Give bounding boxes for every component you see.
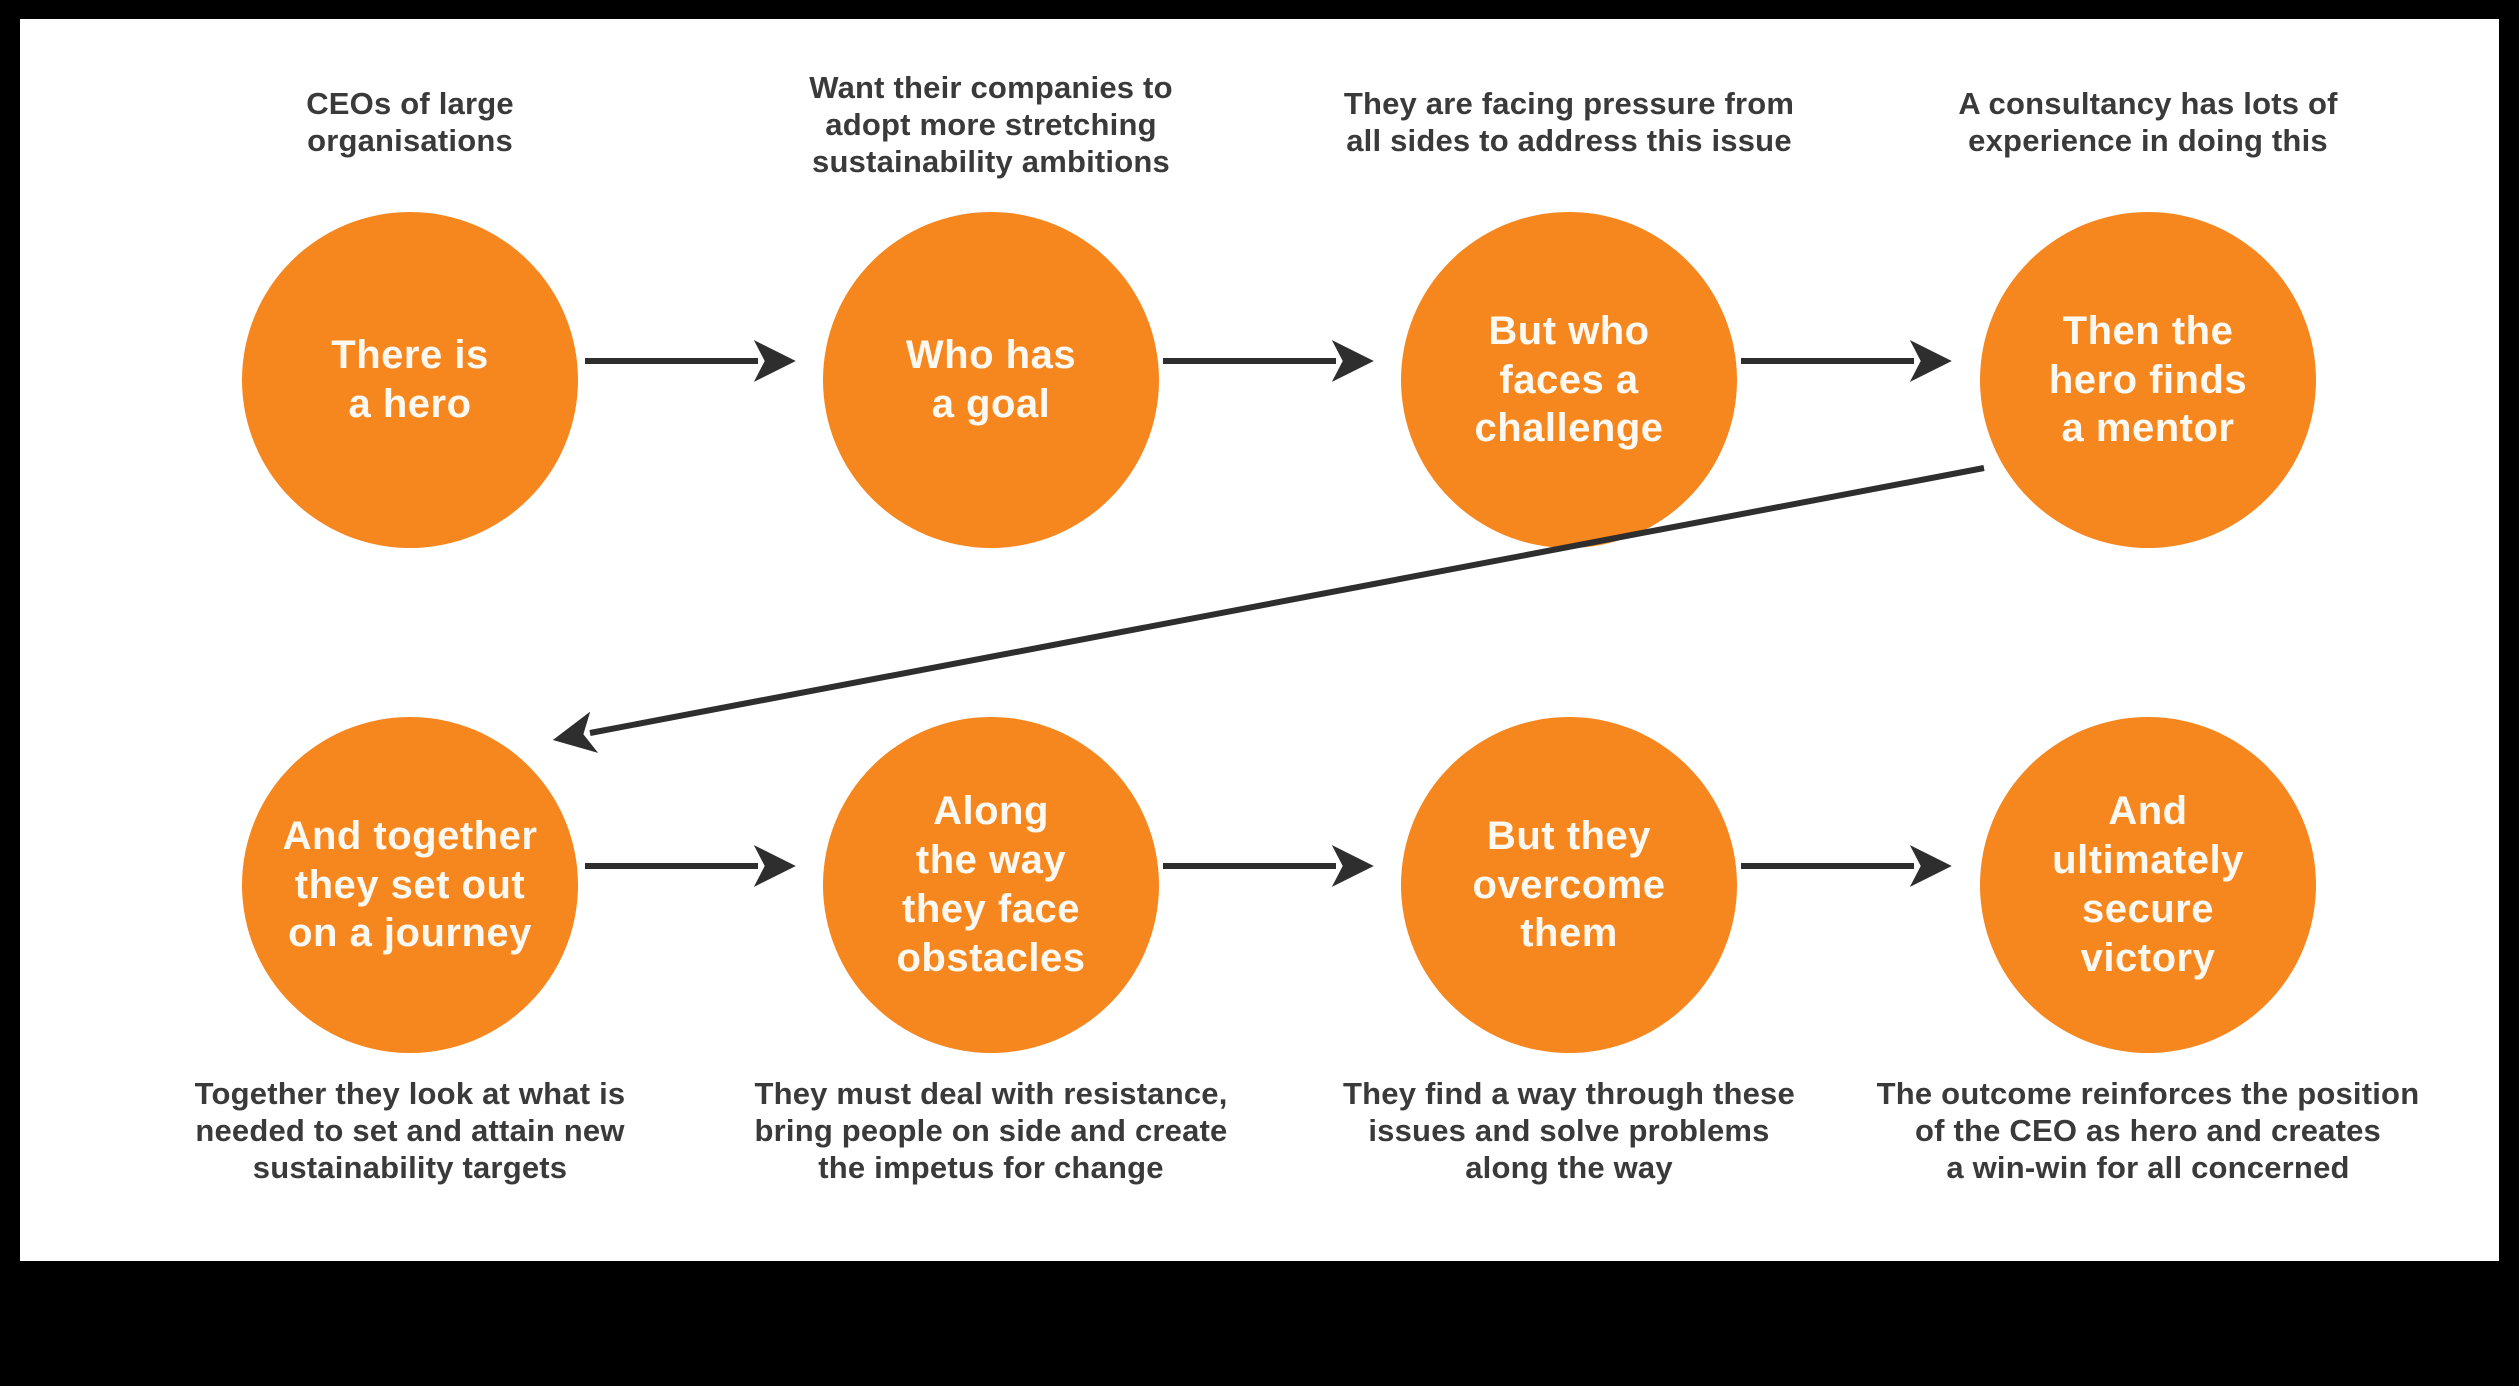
step-circle-6-label: Along the way they face obstacles xyxy=(896,789,1086,980)
step-circle-4-label: Then the hero finds a mentor xyxy=(2048,308,2248,451)
annotation-step-4: A consultancy has lots of experience in … xyxy=(1958,86,2338,159)
step-circle-3: But who faces a challenge xyxy=(1401,212,1737,548)
annotation-step-6: They must deal with resistance, bring pe… xyxy=(754,1076,1228,1186)
annotation-step-5: Together they look at what is needed to … xyxy=(194,1076,626,1186)
step-circle-4: Then the hero finds a mentor xyxy=(1980,212,2316,548)
step-circle-8-label: And ultimately secure victory xyxy=(2052,789,2244,980)
step-circle-5-label: And together they set out on a journey xyxy=(282,813,538,956)
step-circle-8: And ultimately secure victory xyxy=(1980,717,2316,1053)
step-circle-5: And together they set out on a journey xyxy=(242,717,578,1053)
annotation-step-8: The outcome reinforces the position of t… xyxy=(1876,1076,2420,1186)
step-circle-3-label: But who faces a challenge xyxy=(1474,308,1664,451)
step-circle-7-label: But they overcome them xyxy=(1472,813,1666,956)
step-circle-7: But they overcome them xyxy=(1401,717,1737,1053)
annotation-step-1: CEOs of large organisations xyxy=(306,86,514,159)
step-circle-2-label: Who has a goal xyxy=(905,333,1077,426)
step-circle-6: Along the way they face obstacles xyxy=(823,717,1159,1053)
annotation-step-7: They find a way through these issues and… xyxy=(1343,1076,1795,1186)
step-circle-1: There is a hero xyxy=(242,212,578,548)
annotation-step-3: They are facing pressure from all sides … xyxy=(1343,86,1795,159)
step-circle-1-label: There is a hero xyxy=(331,333,489,426)
diagram-panel: CEOs of large organisations Want their c… xyxy=(20,19,2499,1261)
annotation-step-2: Want their companies to adopt more stret… xyxy=(809,70,1173,180)
step-circle-2: Who has a goal xyxy=(823,212,1159,548)
